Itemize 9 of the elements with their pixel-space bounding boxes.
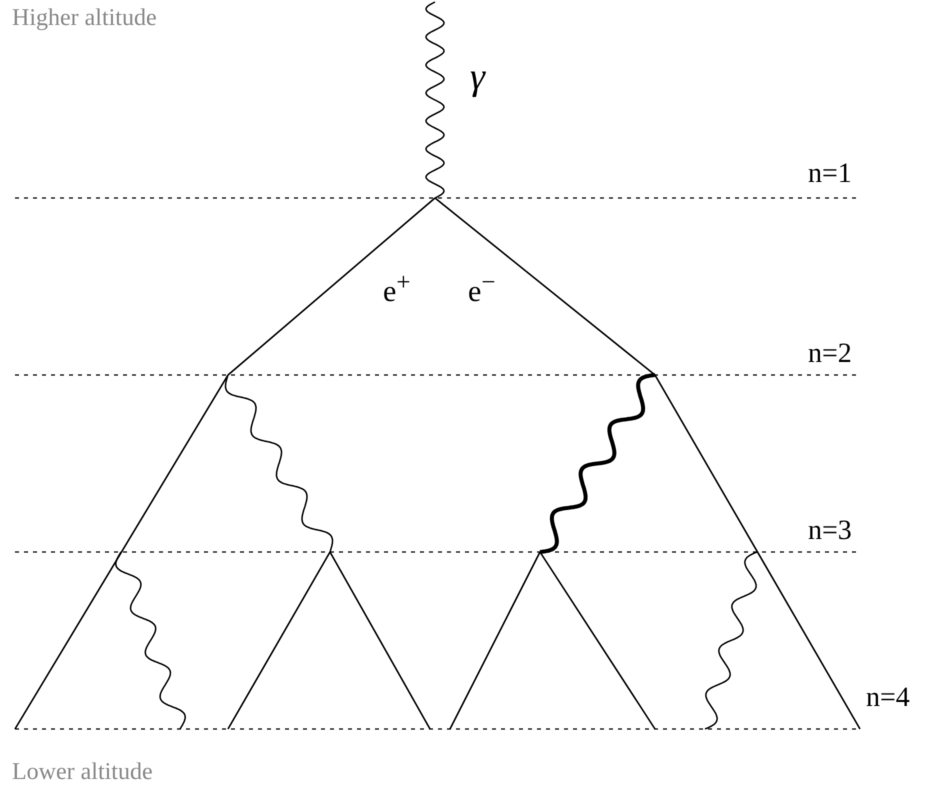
altitude-label: Lower altitude: [12, 760, 153, 784]
level-label: n=3: [808, 517, 852, 545]
particle-label: e$^{−}$: [468, 270, 496, 307]
level-label: n=4: [866, 684, 910, 712]
photon-symbol: γ: [470, 58, 485, 96]
level-label: n=2: [808, 340, 852, 368]
level-label: n=1: [808, 160, 852, 188]
altitude-label: Higher altitude: [12, 6, 157, 30]
particle-label: e$^{+}$: [383, 270, 410, 307]
